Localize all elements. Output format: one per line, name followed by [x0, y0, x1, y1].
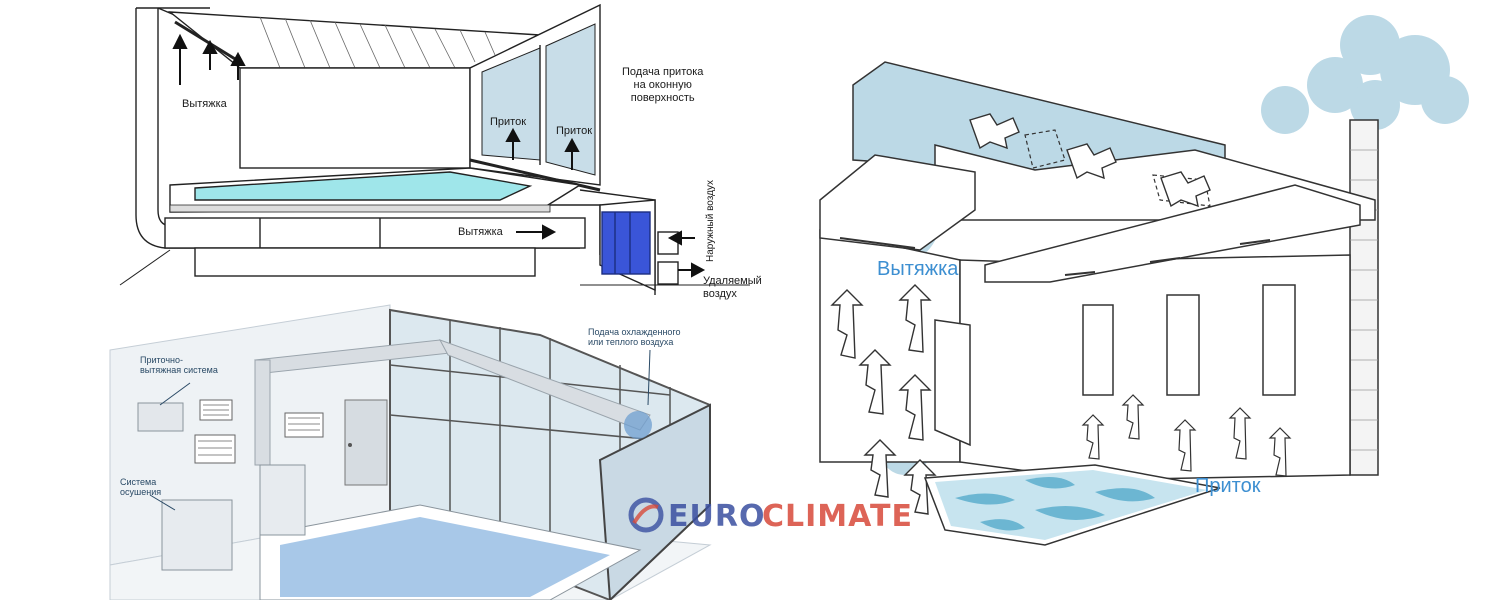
- supply-label: Приток: [1195, 475, 1261, 497]
- cool-warm-supply-label: Подача охлажденного или теплого воздуха: [588, 327, 681, 347]
- pool-enclosure-diagram: Подача охлажденного или теплого воздуха …: [90, 304, 730, 600]
- building-airflow-drawing: [819, 15, 1469, 546]
- logo-text-euro: EURO: [668, 499, 766, 534]
- removed-air-label: Удаляемый воздух: [703, 275, 762, 300]
- logo-text-climate: CLIMATE: [762, 499, 913, 534]
- pool-hall-drawing: [119, 3, 750, 295]
- supply-label-2: Приток: [556, 125, 593, 137]
- supply-label-1: Приток: [490, 116, 527, 128]
- exhaust-label: Вытяжка: [877, 258, 959, 280]
- exhaust-label-top: Вытяжка: [182, 98, 227, 110]
- dehumidify-system-label: Система осушения: [120, 477, 162, 497]
- exhaust-label-bottom: Вытяжка: [458, 226, 503, 238]
- pool-ventilation-section-diagram: Вытяжка Подача притока на оконную поверх…: [110, 0, 770, 305]
- supply-exhaust-system-label: Приточно- вытяжная система: [140, 355, 218, 375]
- building-airflow-diagram: Вытяжка Приток: [775, 0, 1500, 600]
- eurocliamte-watermark-logo: EURO CLIMATE: [626, 493, 926, 543]
- window-supply-note: Подача притока на оконную поверхность: [622, 66, 704, 104]
- outdoor-air-label: Наружный воздух: [705, 180, 716, 262]
- logo-swirl-icon: [628, 497, 664, 533]
- pool-enclosure-drawing: [109, 304, 712, 600]
